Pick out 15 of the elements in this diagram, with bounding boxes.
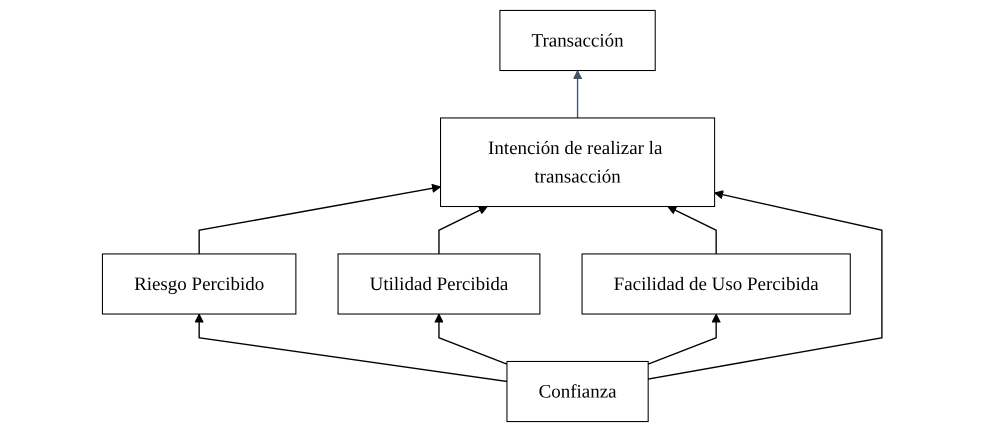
arrow xyxy=(667,206,717,254)
arrow xyxy=(648,190,882,380)
arrow xyxy=(572,70,582,118)
node-box xyxy=(440,117,715,208)
node-box xyxy=(102,253,296,315)
node-box xyxy=(499,10,656,72)
arrow xyxy=(438,206,488,254)
node-box xyxy=(506,360,649,422)
arrow xyxy=(434,314,508,365)
node-box xyxy=(337,253,540,315)
arrow xyxy=(648,314,721,365)
arrow xyxy=(194,314,507,382)
arrow xyxy=(198,184,441,254)
node-box xyxy=(581,253,851,315)
flowchart: Transacción Intención de realizar la transacción Riesgo Percibido Utilidad Percibida Facilidad de Uso Percibida Confianza xyxy=(94,2,890,430)
